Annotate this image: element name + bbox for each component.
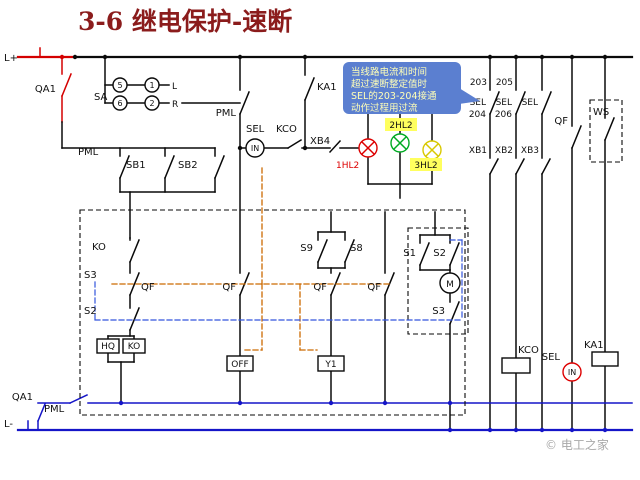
label-qf-2: QF — [222, 282, 236, 293]
label-sa: SA — [94, 92, 108, 103]
label-pml-left: PML — [78, 147, 99, 158]
label-sa-1: 1 — [149, 81, 154, 90]
ko-coil — [122, 338, 146, 354]
label-s8: S8 — [350, 243, 363, 254]
label-xb2: XB2 — [495, 146, 513, 156]
label-sb2: SB2 — [178, 160, 198, 171]
callout-line-1: 当线路电流和时间 — [351, 66, 427, 78]
label-ko-contact: KO — [92, 242, 106, 253]
callout-line-4: 动作过程用过流 — [351, 102, 418, 114]
label-kco-mid: KCO — [276, 124, 297, 135]
lamp-1hl2 — [358, 138, 378, 158]
label-l: L — [172, 82, 177, 92]
label-y1-coil: Y1 — [324, 360, 336, 370]
label-ka1-top: KA1 — [317, 82, 337, 93]
qf-linkage-dashed — [111, 167, 391, 351]
lamp-3hl2 — [422, 140, 442, 160]
label-sa-2: 2 — [149, 99, 154, 108]
callout-line-2: 超过速断整定值时 — [351, 78, 428, 90]
label-206: 206 — [495, 110, 512, 120]
branch-d-wires — [384, 211, 395, 404]
label-qa1-bottom: QA1 — [12, 392, 33, 403]
label-s3-b: S3 — [432, 306, 445, 317]
label-s9: S9 — [300, 243, 313, 254]
label-s3-a: S3 — [84, 270, 97, 281]
label-2hl2: 2HL2 — [389, 121, 412, 131]
branch-e-wires — [419, 211, 460, 431]
ka1-top-branch — [304, 56, 315, 149]
label-qf-4: QF — [367, 282, 381, 293]
label-sel-1: SEL — [470, 98, 486, 108]
label-205: 205 — [496, 78, 513, 88]
hl2-label-bg — [385, 118, 417, 131]
label-off-coil: OFF — [231, 360, 248, 370]
branch-b-wires — [239, 272, 250, 404]
label-qf-top: QF — [554, 116, 568, 127]
lamp-2hl2 — [390, 133, 410, 153]
motor-m — [439, 272, 461, 294]
label-r: R — [172, 100, 178, 110]
label-in-mid: IN — [251, 144, 259, 153]
page-title: 3-6 继电保护-速断 — [78, 7, 292, 36]
label-sel-2: SEL — [496, 98, 512, 108]
label-pml-bottom: PML — [44, 404, 65, 415]
label-1hl2: 1HL2 — [336, 161, 359, 171]
label-in-bottom: IN — [568, 368, 576, 377]
control-dashed-box — [79, 209, 466, 416]
y1-coil — [317, 355, 345, 372]
label-hq-coil: HQ — [101, 342, 115, 352]
label-sel-bottom: SEL — [542, 352, 561, 363]
motor-dashed-box — [407, 227, 469, 335]
ws-branch — [604, 56, 615, 431]
label-qa1-top: QA1 — [35, 84, 56, 95]
label-ka1-bottom: KA1 — [584, 340, 604, 351]
label-ko-coil: KO — [128, 342, 141, 352]
callout-line-3: SEL的203-204接通 — [351, 90, 437, 102]
qf-right-branch — [571, 56, 582, 431]
left-branch-wires — [61, 121, 225, 239]
label-l-plus: L+ — [4, 53, 18, 64]
current-relay-in-bottom — [562, 362, 582, 382]
label-pml-top: PML — [216, 108, 237, 119]
pml-top-branch — [239, 56, 250, 274]
sa-selector-contacts — [112, 77, 160, 111]
kco-coil — [501, 357, 531, 374]
current-relay-in-top — [245, 138, 265, 158]
label-qf-3: QF — [313, 282, 327, 293]
label-sa-6: 6 — [117, 99, 122, 108]
label-xb3: XB3 — [521, 146, 539, 156]
position-linkage-dashed — [94, 239, 463, 321]
branch-c-wires — [317, 211, 355, 404]
label-s2-b: S2 — [433, 248, 446, 259]
off-coil — [226, 355, 254, 372]
label-xb1: XB1 — [469, 146, 487, 156]
label-l-minus: L- — [4, 419, 13, 430]
label-sa-5: 5 — [117, 81, 122, 90]
label-204: 204 — [469, 110, 486, 120]
label-s1: S1 — [403, 248, 416, 259]
label-motor-m: M — [446, 280, 454, 290]
label-203: 203 — [470, 78, 487, 88]
negative-rails — [16, 394, 634, 432]
label-kco-bottom: KCO — [518, 345, 539, 356]
label-s2-a: S2 — [84, 306, 97, 317]
sel-contact-branches — [488, 56, 552, 431]
label-ws: WS — [593, 107, 609, 118]
watermark: © 电工之家 — [545, 437, 609, 452]
label-sel-mid: SEL — [246, 124, 265, 135]
hl3-label-bg — [410, 158, 442, 171]
ws-dashed-box — [589, 99, 623, 163]
label-sel-3: SEL — [522, 98, 538, 108]
sa-selector-wires — [104, 56, 241, 104]
label-sb1: SB1 — [126, 160, 146, 171]
label-3hl2: 3HL2 — [414, 161, 437, 171]
hq-coil — [96, 338, 120, 354]
callout-bubble: 当线路电流和时间 超过速断整定值时 SEL的203-204接通 动作过程用过流 — [343, 62, 480, 114]
ka1-coil — [591, 351, 619, 367]
label-xb4: XB4 — [310, 136, 330, 147]
positive-feed-qa1 — [16, 47, 77, 123]
junction-dots — [59, 54, 608, 433]
label-qf-1: QF — [141, 282, 155, 293]
